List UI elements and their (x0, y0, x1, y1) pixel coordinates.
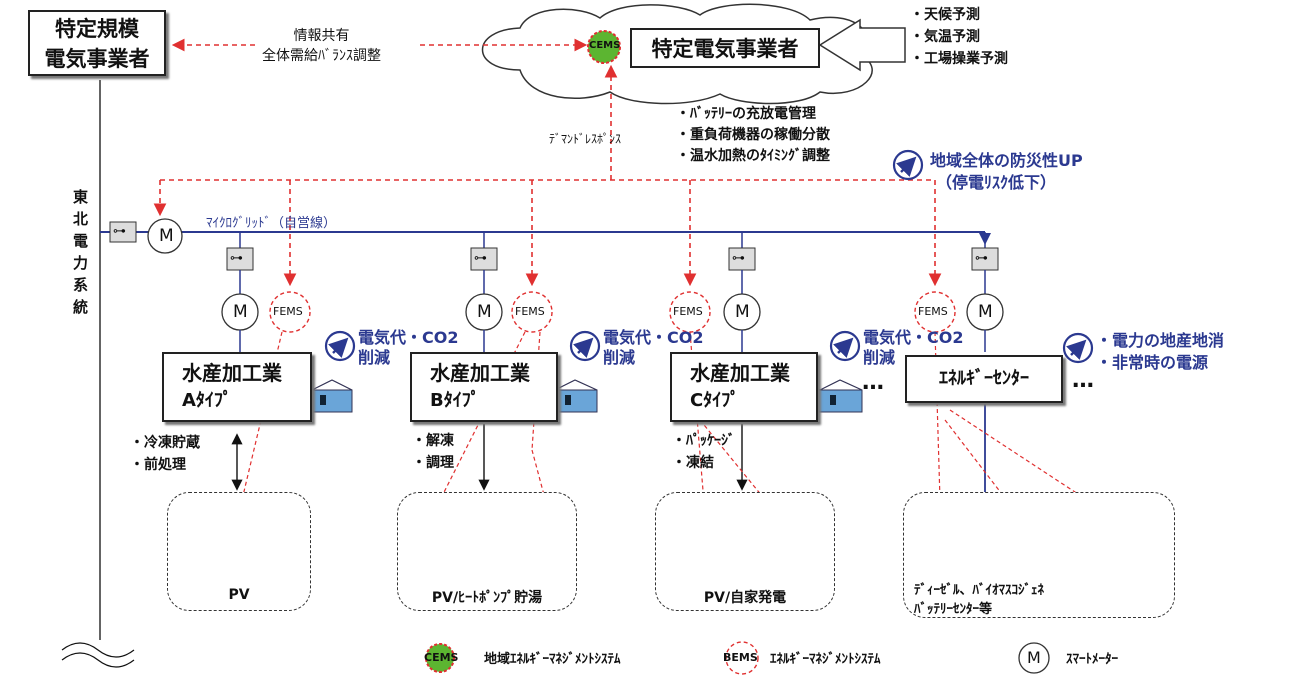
main-meter-icon (147, 218, 183, 254)
dr-measure-item: ・重負荷機器の稼働分散 (676, 127, 830, 143)
forecast-item: ・工場操業予測 (910, 51, 1008, 67)
switch-icon: ⊶ (230, 251, 243, 266)
process-label-c: ・ﾊﾟｯｹｰｼﾞ ・凍結 (672, 433, 735, 471)
specific-scale-utility-line2: 電気事業者 (44, 47, 150, 71)
info-share-label: 情報共有 全体需給ﾊﾞﾗﾝｽ調整 (262, 28, 381, 64)
dr-measures-list: ・ﾊﾞｯﾃﾘｰの充放電管理 ・重負荷機器の稼働分散 ・温水加熱のﾀｲﾐﾝｸﾞ調整 (676, 104, 830, 167)
forecast-item: ・天候予測 (910, 7, 980, 23)
benefit-label-b: 電気代・CO2 削減 (603, 328, 704, 367)
facility-type: Aﾀｲﾌﾟ (182, 390, 232, 411)
switch-icon-main: ⊶ (113, 224, 126, 239)
legend-bems-icon (725, 641, 759, 675)
legend-meter-text: ｽﾏｰﾄﾒｰﾀｰ (1066, 652, 1118, 667)
panel-label: PV/自家発電 (703, 590, 787, 606)
equipment-panel-energy-center: ﾃﾞｨｰｾﾞﾙ、ﾊﾞｲｵﾏｽｺｼﾞｪﾈ ﾊﾞｯﾃﾘｰｾﾝﾀｰ等 (903, 492, 1175, 618)
meter-label: M (978, 302, 993, 322)
benefit-label-c: 電気代・CO2 削減 (863, 328, 964, 367)
microgrid-label: ﾏｲｸﾛｸﾞﾘｯﾄﾞ（自営線） (206, 216, 337, 231)
cems-icon (587, 30, 621, 64)
facility-type: Cﾀｲﾌﾟ (690, 390, 740, 411)
resilience-label: 地域全体の防災性UP （停電ﾘｽｸ低下） (930, 151, 1083, 192)
fems-label: FEMS (515, 305, 545, 318)
facility-name: 水産加工業 (690, 361, 790, 385)
fems-label: FEMS (673, 305, 703, 318)
meter-label: M (233, 302, 248, 322)
main-meter-label: M (159, 226, 174, 246)
facility-type: Bﾀｲﾌﾟ (430, 390, 480, 411)
legend-meter-icon-text: M (1027, 648, 1041, 667)
forecast-arrow (818, 18, 906, 72)
fems-label: FEMS (918, 305, 948, 318)
equipment-panel-a: PV (167, 492, 311, 611)
panel-label-line1: ﾃﾞｨｰｾﾞﾙ、ﾊﾞｲｵﾏｽｺｼﾞｪﾈ (914, 583, 1045, 598)
facility-box-a: 水産加工業 Aﾀｲﾌﾟ (162, 352, 312, 422)
legend-cems-icon-text: CEMS (424, 651, 459, 664)
process-label-a: ・冷凍貯蔵 ・前処理 (130, 435, 200, 473)
more-centers-ellipsis: … (1072, 368, 1094, 393)
energy-center-benefit: ・電力の地産地消 ・非常時の電源 (1096, 331, 1225, 372)
specific-scale-utility-box: 特定規模 電気事業者 (28, 10, 166, 76)
forecast-item: ・気温予測 (910, 29, 980, 45)
energy-center-box: ｴﾈﾙｷﾞｰｾﾝﾀｰ (905, 355, 1063, 403)
facility-box-c: 水産加工業 Cﾀｲﾌﾟ (670, 352, 818, 422)
more-facilities-ellipsis: … (862, 370, 884, 395)
facility-box-b: 水産加工業 Bﾀｲﾌﾟ (410, 352, 558, 422)
switch-icon: ⊶ (474, 251, 487, 266)
switch-icon: ⊶ (975, 251, 988, 266)
fems-label: FEMS (273, 305, 303, 318)
equipment-panel-b: PV/ﾋｰﾄﾎﾟﾝﾌﾟ貯湯 (397, 492, 577, 611)
dr-measure-item: ・温水加熱のﾀｲﾐﾝｸﾞ調整 (676, 148, 830, 164)
specific-utility-box: 特定電気事業者 (630, 28, 820, 68)
legend-meter-icon (1018, 642, 1050, 674)
legend-cems-icon (425, 643, 455, 673)
facility-name: 水産加工業 (430, 361, 530, 385)
meter-label: M (735, 302, 750, 322)
equipment-panel-c: PV/自家発電 (655, 492, 835, 611)
benefit-label-a: 電気代・CO2 削減 (358, 328, 459, 367)
switch-icon: ⊶ (732, 251, 745, 266)
legend-bems-text: ｴﾈﾙｷﾞｰﾏﾈｼﾞﾒﾝﾄｼｽﾃﾑ (770, 652, 881, 667)
legend-cems-text: 地域ｴﾈﾙｷﾞｰﾏﾈｼﾞﾒﾝﾄｼｽﾃﾑ (484, 652, 621, 667)
panel-label: PV (228, 587, 250, 603)
demand-response-label: ﾃﾞﾏﾝﾄﾞﾚｽﾎﾟﾝｽ (549, 132, 622, 146)
panel-label: PV/ﾋｰﾄﾎﾟﾝﾌﾟ貯湯 (431, 590, 543, 606)
meter-label: M (477, 302, 492, 322)
cems-icon-label: CEMS (589, 40, 621, 51)
tohoku-grid-label: 東 北 電 力 系 統 (73, 188, 89, 316)
forecast-list: ・天候予測 ・気温予測 ・工場操業予測 (910, 4, 1008, 70)
process-label-b: ・解凍 ・調理 (412, 433, 454, 471)
legend-bems-icon-text: BEMS (723, 651, 758, 664)
specific-scale-utility-line1: 特定規模 (55, 17, 139, 41)
panel-label-line2: ﾊﾞｯﾃﾘｰｾﾝﾀｰ等 (914, 602, 993, 617)
facility-name: 水産加工業 (182, 361, 282, 385)
dr-measure-item: ・ﾊﾞｯﾃﾘｰの充放電管理 (676, 106, 816, 122)
